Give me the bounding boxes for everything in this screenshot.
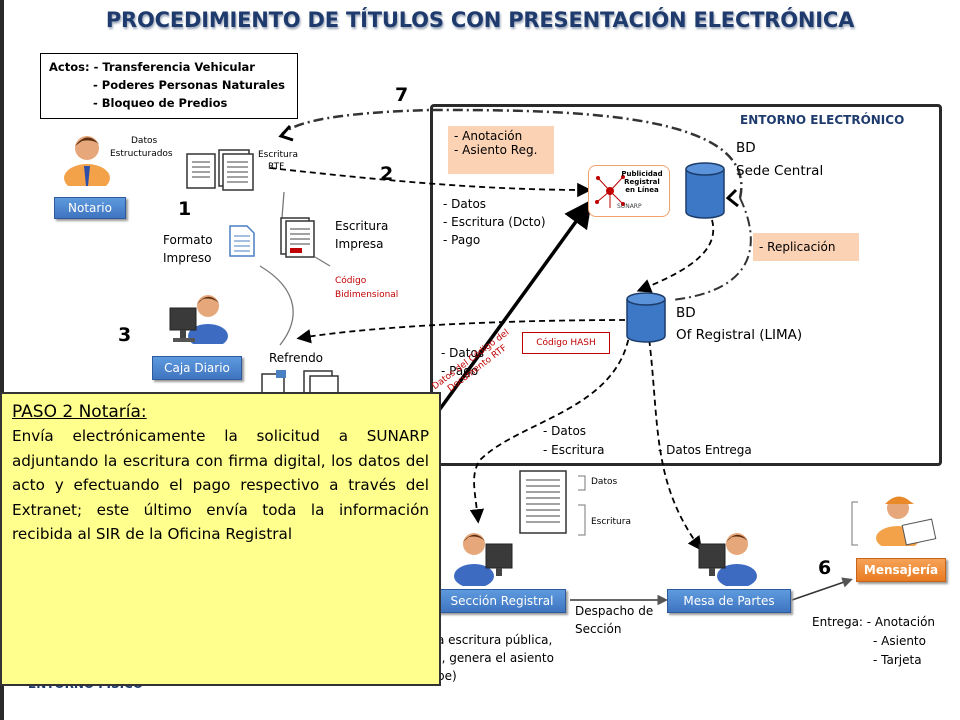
bd-lima-label-2: Of Registral (LIMA) bbox=[676, 327, 803, 343]
paso2-callout: PASO 2 Notaría: Envía electrónicamente l… bbox=[0, 392, 441, 686]
mesa-de-partes-box: Mesa de Partes bbox=[667, 589, 791, 613]
notario-box: Notario bbox=[54, 197, 126, 219]
despacho-label-2: Sección bbox=[575, 622, 622, 636]
formato-label-2: Impreso bbox=[163, 251, 212, 265]
escritura-rtf-label-2: RTF bbox=[268, 162, 285, 172]
electronic-environment-frame bbox=[430, 104, 942, 466]
bd-sede-central-database-icon bbox=[685, 162, 725, 219]
seccion-person-computer-icon bbox=[454, 533, 513, 586]
mensajeria-box: Mensajería bbox=[856, 558, 946, 582]
refrendo-documents-icon bbox=[261, 370, 339, 394]
step3-arrow bbox=[296, 319, 626, 344]
sec-escritura: - Escritura bbox=[543, 443, 605, 457]
notario-person-icon bbox=[64, 136, 110, 186]
electronic-environment-label: ENTORNO ELECTRÓNICO bbox=[740, 113, 905, 127]
codigo-bidimensional-label-2: Bidimensional bbox=[335, 290, 399, 300]
bd-sede-label-1: BD bbox=[736, 140, 756, 156]
callout-body: Envía electrónicamente la solicitud a SU… bbox=[12, 427, 429, 543]
step2-pago: - Pago bbox=[443, 233, 481, 247]
callout-heading: PASO 2 Notaría: bbox=[12, 402, 147, 422]
codigo-hash-box: Código HASH bbox=[522, 332, 610, 354]
actos-line-2: - Poderes Personas Naturales bbox=[93, 78, 285, 92]
actos-line-1: Actos: - Transferencia Vehicular bbox=[49, 60, 255, 74]
datos-estructurados-label-1: Datos bbox=[131, 136, 158, 146]
escritura-impresa-icon bbox=[280, 217, 315, 258]
mesa-person-computer-icon bbox=[698, 533, 757, 586]
documents-icon bbox=[186, 149, 254, 191]
anotacion-box: - Anotación - Asiento Reg. bbox=[448, 126, 554, 174]
step-6-number: 6 bbox=[818, 557, 832, 579]
to-bd-lima-arrow bbox=[636, 219, 715, 293]
step3-pago: - Pago bbox=[441, 364, 479, 378]
entrega-line-1: Entrega: - Anotación bbox=[812, 615, 936, 629]
to-mesa-arrow bbox=[647, 329, 703, 551]
to-seccion-arrow bbox=[469, 329, 631, 524]
fragment-line-2: ), genera el asiento bbox=[437, 651, 554, 665]
formato-label-1: Formato bbox=[163, 233, 213, 247]
sunarp-logo-line-1: Publicidad bbox=[621, 170, 663, 178]
sunarp-publicidad-logo: Publicidad Registral en Línea SUNARP bbox=[588, 165, 670, 217]
expediente-document-icon bbox=[519, 470, 567, 534]
network-icon bbox=[595, 175, 625, 208]
step-3-number: 3 bbox=[118, 324, 132, 346]
datos-entrega-label: - Datos Entrega bbox=[658, 443, 752, 457]
step-2-number: 2 bbox=[380, 163, 394, 185]
doc-escritura-label: Escritura bbox=[591, 517, 631, 527]
entrega-line-2: - Asiento bbox=[873, 634, 926, 648]
page-title: PROCEDIMIENTO DE TÍTULOS CON PRESENTACIÓ… bbox=[105, 8, 855, 32]
step-1-number: 1 bbox=[178, 198, 192, 220]
escritura-rtf-label-1: Escritura bbox=[258, 150, 298, 160]
formato-document-icon bbox=[229, 225, 255, 257]
replicacion-box: - Replicación bbox=[753, 233, 859, 261]
sunarp-logo-text: SUNARP bbox=[617, 203, 642, 210]
caja-diario-box: Caja Diario bbox=[152, 356, 242, 380]
escritura-impresa-label-1: Escritura bbox=[335, 219, 389, 233]
step3-datos: - Datos bbox=[441, 346, 485, 360]
bd-lima-database-icon bbox=[626, 292, 666, 343]
escritura-impresa-label-2: Impresa bbox=[335, 237, 384, 251]
step2-datos: - Datos bbox=[443, 197, 487, 211]
seccion-registral-box: Sección Registral bbox=[438, 589, 566, 613]
solid-arrow-to-sunarp bbox=[430, 199, 593, 422]
asiento-reg-label: - Asiento Reg. bbox=[454, 143, 538, 157]
step-7-number: 7 bbox=[395, 84, 409, 106]
doc-datos-label: Datos bbox=[591, 477, 618, 487]
actos-line-3: - Bloqueo de Predios bbox=[93, 96, 228, 110]
step2-send-arrow bbox=[269, 167, 592, 198]
bd-lima-label-1: BD bbox=[676, 305, 696, 321]
actos-box: Actos: - Transferencia Vehicular - Poder… bbox=[40, 53, 298, 119]
datos-estructurados-label-2: Estructurados bbox=[110, 149, 173, 159]
fragment-line-1: a escritura pública, bbox=[437, 633, 553, 647]
step2-escritura: - Escritura (Dcto) bbox=[443, 215, 546, 229]
fragment-line-3: be) bbox=[437, 669, 457, 683]
anotacion-label: - Anotación bbox=[454, 129, 523, 143]
refrendo-label: Refrendo bbox=[269, 351, 324, 365]
replication-arrow bbox=[671, 197, 752, 301]
codigo-bidimensional-label-1: Código bbox=[335, 276, 367, 286]
mesa-to-mensajeria-arrow bbox=[791, 577, 853, 601]
caja-person-computer-icon bbox=[169, 295, 228, 344]
sec-datos: - Datos bbox=[543, 424, 587, 438]
mensajeria-person-icon bbox=[876, 496, 937, 546]
sunarp-logo-line-3: en Línea bbox=[625, 186, 659, 194]
left-border bbox=[0, 0, 4, 720]
despacho-label-1: Despacho de bbox=[575, 604, 654, 618]
entrega-line-3: - Tarjeta bbox=[873, 653, 922, 667]
bd-sede-label-2: Sede Central bbox=[736, 163, 824, 179]
step7-return-arrow bbox=[281, 108, 743, 199]
sunarp-logo-line-2: Registral bbox=[624, 178, 660, 186]
